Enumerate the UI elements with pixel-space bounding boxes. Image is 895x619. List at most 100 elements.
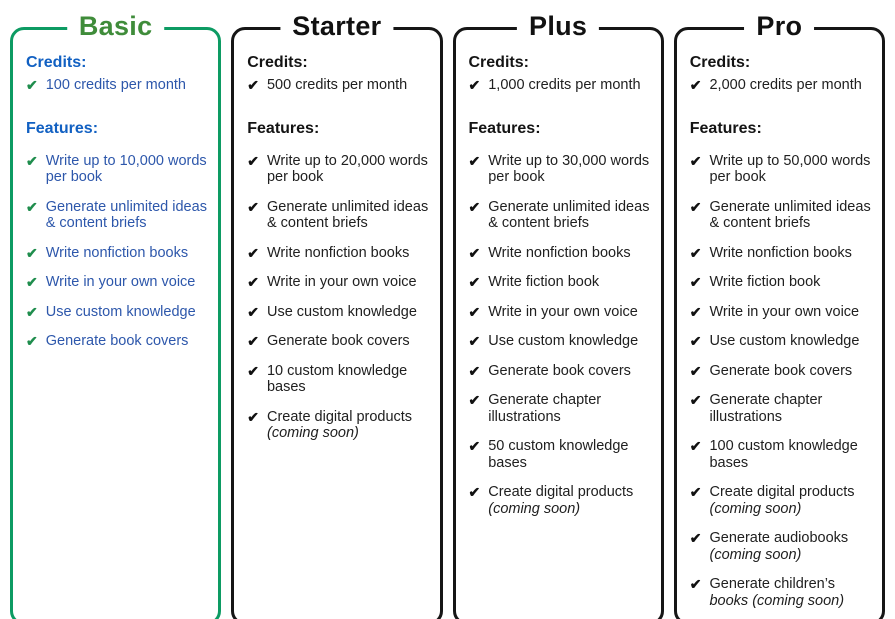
credits-heading: Credits:	[247, 54, 308, 71]
check-icon: ✔	[689, 362, 702, 379]
check-icon: ✔	[468, 484, 481, 500]
feature-text: Write in your own voice	[45, 274, 196, 290]
credits-item: ✔ 2,000 credits per month	[690, 77, 875, 94]
check-icon: ✔	[689, 576, 702, 592]
check-icon: ✔	[468, 392, 481, 408]
credits-item: ✔ 500 credits per month	[247, 77, 432, 94]
feature-text: Write nonfiction books	[45, 244, 189, 261]
credits-value: 500 credits per month	[266, 77, 408, 93]
features-list: ✔ Write up to 30,000 words per book ✔ Ge…	[469, 153, 654, 518]
plan-card-pro: Pro Credits: ✔ 2,000 credits per month F…	[673, 11, 885, 619]
check-icon: ✔	[468, 303, 481, 320]
features-list: ✔ Write up to 10,000 words per book ✔ Ge…	[26, 153, 211, 350]
feature-item: ✔ Create digital products (coming soon)	[247, 409, 432, 442]
check-icon: ✔	[689, 392, 702, 408]
credits-value: 2,000 credits per month	[709, 77, 862, 93]
plan-title: Plus	[517, 11, 600, 42]
feature-item: ✔ Use custom knowledge	[26, 304, 211, 321]
coming-soon-note: (coming soon)	[709, 546, 802, 563]
feature-text: Generate book covers	[45, 333, 189, 349]
check-icon: ✔	[689, 484, 702, 500]
feature-text: Write nonfiction books	[709, 244, 852, 261]
plan-card-body: Credits: ✔ 2,000 credits per month Featu…	[677, 30, 882, 609]
check-icon: ✔	[26, 152, 38, 169]
check-icon: ✔	[689, 438, 702, 454]
feature-item: ✔ Write nonfiction books	[469, 245, 654, 262]
check-icon: ✔	[26, 198, 38, 215]
feature-item: ✔ Generate chapter illustrations	[469, 392, 654, 425]
feature-item: ✔ 100 custom knowledge bases	[690, 438, 875, 471]
check-icon: ✔	[689, 530, 702, 546]
feature-text: 10 custom knowledge bases	[266, 362, 408, 396]
check-icon: ✔	[689, 198, 702, 215]
check-icon: ✔	[247, 303, 259, 320]
check-icon: ✔	[26, 274, 38, 290]
check-icon: ✔	[468, 77, 481, 93]
feature-item: ✔ Use custom knowledge	[247, 304, 432, 321]
check-icon: ✔	[26, 244, 38, 261]
feature-item: ✔ Generate chapter illustrations	[690, 392, 875, 425]
check-icon: ✔	[247, 274, 259, 290]
feature-item: ✔ 50 custom knowledge bases	[469, 438, 654, 471]
coming-soon-note: (coming soon)	[266, 425, 359, 441]
check-icon: ✔	[247, 244, 259, 261]
credits-value: 1,000 credits per month	[488, 77, 641, 93]
plan-card-body: Credits: ✔ 1,000 credits per month Featu…	[456, 30, 661, 517]
plan-card-plus: Plus Credits: ✔ 1,000 credits per month …	[452, 11, 664, 619]
check-icon: ✔	[468, 198, 481, 215]
feature-text: Generate unlimited ideas & content brief…	[45, 198, 207, 232]
feature-text: Write fiction book	[488, 274, 600, 290]
feature-text: Write up to 50,000 words per book	[709, 152, 871, 186]
feature-text: Generate audiobooks (coming soon)	[709, 530, 849, 563]
plan-card-body: Credits: ✔ 500 credits per month Feature…	[234, 30, 439, 442]
check-icon: ✔	[689, 77, 702, 93]
feature-text: Write in your own voice	[266, 274, 417, 290]
feature-item: ✔ Write up to 20,000 words per book	[247, 153, 432, 186]
credits-item: ✔ 100 credits per month	[26, 77, 211, 94]
plan-card-basic: Basic Credits: ✔ 100 credits per month F…	[10, 11, 222, 619]
check-icon: ✔	[468, 333, 481, 349]
feature-item: ✔ Generate audiobooks (coming soon)	[690, 530, 875, 563]
coming-soon-note: books (coming soon)	[709, 592, 845, 609]
feature-text: Write nonfiction books	[266, 244, 410, 261]
credits-heading: Credits:	[26, 54, 87, 71]
feature-text: Generate chapter illustrations	[709, 392, 823, 425]
credits-value: 100 credits per month	[45, 77, 186, 93]
feature-text: Write up to 10,000 words per book	[45, 152, 207, 186]
coming-soon-note: (coming soon)	[488, 500, 581, 517]
feature-text: Generate unlimited ideas & content brief…	[266, 198, 429, 232]
feature-text: 100 custom knowledge bases	[709, 438, 858, 471]
feature-item: ✔ Generate unlimited ideas & content bri…	[469, 199, 654, 232]
feature-item: ✔ Generate children’s books (coming soon…	[690, 576, 875, 609]
feature-item: ✔ Generate unlimited ideas & content bri…	[690, 199, 875, 232]
features-list: ✔ Write up to 20,000 words per book ✔ Ge…	[247, 153, 432, 442]
check-icon: ✔	[26, 333, 38, 349]
check-icon: ✔	[247, 152, 259, 169]
check-icon: ✔	[689, 274, 702, 290]
check-icon: ✔	[247, 408, 259, 425]
feature-item: ✔ Write nonfiction books	[247, 245, 432, 262]
feature-text: Write up to 30,000 words per book	[488, 152, 650, 186]
check-icon: ✔	[26, 303, 38, 320]
feature-item: ✔ Generate book covers	[469, 363, 654, 380]
coming-soon-note: (coming soon)	[709, 500, 802, 517]
check-icon: ✔	[689, 333, 702, 349]
feature-text: Generate book covers	[266, 333, 410, 349]
feature-item: ✔ Use custom knowledge	[690, 333, 875, 350]
feature-item: ✔ Write fiction book	[690, 274, 875, 291]
feature-text: Use custom knowledge	[266, 303, 417, 320]
features-heading: Features:	[247, 119, 320, 137]
features-heading: Features:	[689, 119, 762, 137]
features-list: ✔ Write up to 50,000 words per book ✔ Ge…	[690, 153, 875, 610]
feature-item: ✔ Generate book covers	[26, 333, 211, 350]
feature-item: ✔ Write in your own voice	[469, 304, 654, 321]
feature-text: Write in your own voice	[488, 303, 638, 320]
features-heading: Features:	[26, 119, 99, 137]
check-icon: ✔	[247, 198, 259, 215]
credits-item: ✔ 1,000 credits per month	[469, 77, 654, 94]
feature-item: ✔ Write fiction book	[469, 274, 654, 291]
feature-item: ✔ Write up to 10,000 words per book	[26, 153, 211, 186]
feature-text: Create digital products (coming soon)	[266, 408, 413, 442]
feature-text: Use custom knowledge	[45, 303, 196, 320]
